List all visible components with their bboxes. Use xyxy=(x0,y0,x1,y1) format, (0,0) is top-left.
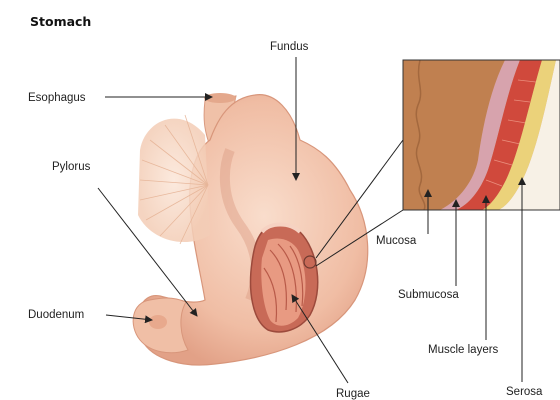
label-esophagus: Esophagus xyxy=(28,92,86,104)
label-fundus: Fundus xyxy=(270,41,309,53)
label-submucosa: Submucosa xyxy=(398,289,459,301)
wall-cross-section xyxy=(403,60,560,210)
label-pylorus: Pylorus xyxy=(52,161,91,173)
label-rugae: Rugae xyxy=(336,388,370,400)
label-muscle-layers: Muscle layers xyxy=(428,344,499,356)
omentum-fan xyxy=(138,115,210,244)
stomach-illustration xyxy=(133,93,368,365)
diagram-title: Stomach xyxy=(30,14,91,29)
label-serosa: Serosa xyxy=(506,386,543,398)
label-mucosa: Mucosa xyxy=(376,235,417,247)
label-duodenum: Duodenum xyxy=(28,309,84,321)
